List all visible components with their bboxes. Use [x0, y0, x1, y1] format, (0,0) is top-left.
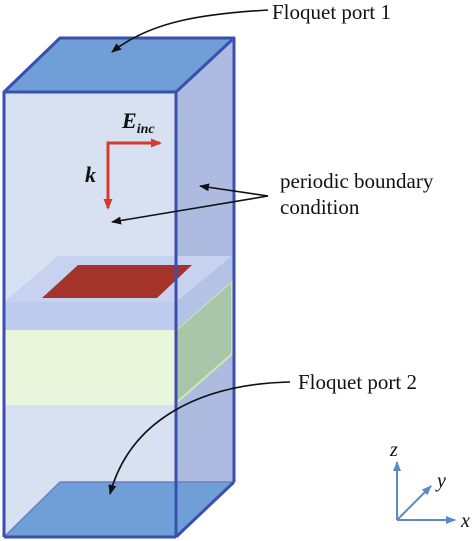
- bottom-right-edge: [174, 480, 236, 539]
- z-axis-label: z: [389, 439, 398, 461]
- y-axis-arrow: [396, 485, 432, 521]
- port1-label: Floquet port 1: [272, 0, 391, 24]
- bottom-left-edge: [3, 481, 61, 538]
- coordinate-axes: z y x: [389, 439, 470, 532]
- periodic-label-line2: condition: [280, 195, 360, 219]
- x-axis-label: x: [460, 510, 470, 532]
- periodic-label-line1: periodic boundary: [280, 169, 434, 193]
- substrate-edge: [4, 302, 176, 330]
- port1-callout-arrow: [111, 9, 269, 53]
- periodic-callout-arrow-front: [111, 195, 269, 225]
- periodic-callout-arrow-right: [199, 183, 269, 197]
- substrate-band: [4, 330, 176, 405]
- k-label: k: [85, 162, 96, 187]
- port2-label: Floquet port 2: [298, 370, 417, 394]
- e-inc-label: Einc: [121, 108, 155, 137]
- y-axis-label: y: [435, 470, 446, 492]
- port2-callout-arrow: [108, 381, 291, 495]
- metal-patch: [42, 265, 192, 298]
- substrate-edge-side: [176, 256, 232, 330]
